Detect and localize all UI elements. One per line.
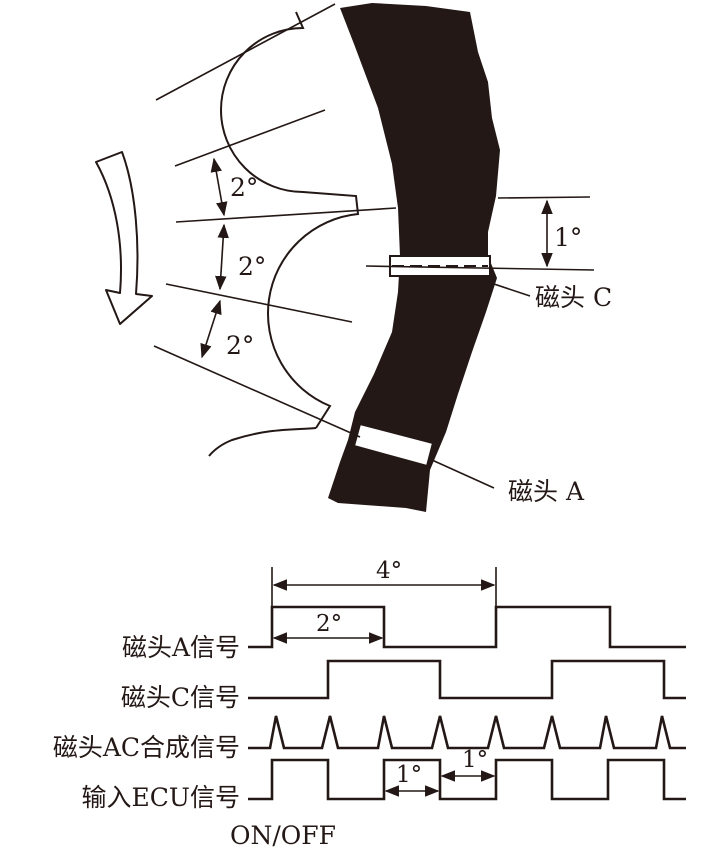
reluctor-teeth (220, 11, 360, 429)
angle-label-4: 1° (554, 223, 582, 252)
dim-2deg-label: 2° (316, 611, 342, 637)
signal-label-ecu-input: 输入ECU信号 (82, 783, 240, 812)
dim-4deg-label: 4° (376, 558, 402, 584)
ref-line-3 (175, 207, 397, 223)
timing-diagram: 4° 2° 1° 1° 磁头A信号 磁头C信号 磁头AC合成信号 输入ECU信号… (53, 558, 686, 850)
ref-line-1 (155, 3, 336, 101)
magnetic-head-a (352, 422, 495, 489)
signal-label-head-a: 磁头A信号 (122, 633, 240, 662)
angle-arrow-2 (215, 223, 229, 291)
signal-label-head-c: 磁头C信号 (121, 683, 240, 712)
rotation-arrow-icon (95, 151, 153, 325)
signal-label-head-ac: 磁头AC合成信号 (53, 733, 240, 762)
ecu-input-signal-wave (248, 758, 686, 801)
tooth-edge-lower (208, 427, 317, 457)
ref-line-6 (497, 196, 591, 199)
angle-arrow-1 (210, 157, 228, 217)
head-c-signal-wave (248, 659, 686, 700)
ref-line-5 (153, 345, 361, 438)
angle-label-1: 2° (230, 173, 258, 202)
ref-line-7 (365, 265, 595, 271)
dim-1deg-label-a: 1° (396, 762, 422, 788)
angle-label-3: 2° (226, 331, 254, 360)
angle-arrow-3 (200, 299, 222, 359)
angle-label-2: 2° (238, 252, 266, 281)
ref-line-2 (174, 109, 326, 167)
head-a-label: 磁头 A (508, 477, 585, 506)
head-ac-combined-signal-wave (248, 715, 686, 750)
dim-1deg-label-b: 1° (462, 747, 488, 773)
ref-line-4 (165, 283, 353, 323)
on-off-note: ON/OFF (230, 821, 336, 850)
rotor-and-heads: 2° 2° 2° 1° 磁头 C 磁头 A (95, 3, 612, 512)
head-a-signal-wave (248, 605, 686, 649)
head-c-label: 磁头 C (535, 283, 612, 312)
